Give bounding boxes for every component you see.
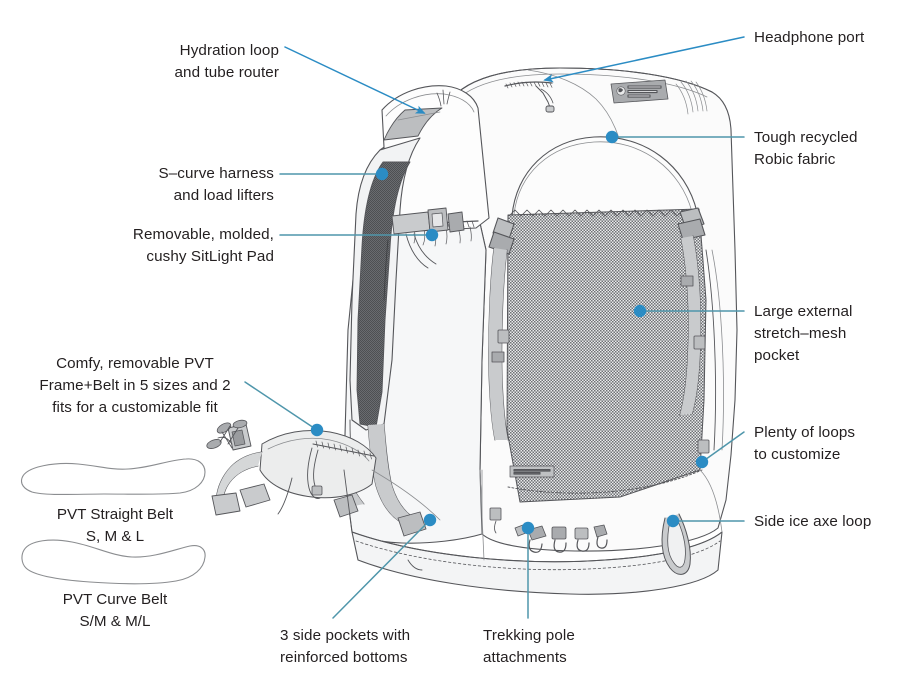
leader-headphone-port bbox=[543, 36, 745, 83]
callout-label-headphone-port: Headphone port bbox=[754, 29, 865, 46]
dot-side-pockets bbox=[423, 513, 437, 527]
callout-label-stretch-mesh-pocket: Large external stretch–mesh pocket bbox=[754, 303, 853, 365]
callout-label-trekking-pole-attachments: Trekking pole attachments bbox=[483, 627, 575, 667]
dot-pvt-frame-belt bbox=[310, 423, 324, 437]
dot-robic-fabric bbox=[605, 130, 619, 144]
leader-hydration-loop bbox=[284, 46, 426, 114]
callout-label-robic-fabric: Tough recycled Robic fabric bbox=[754, 129, 858, 169]
dot-side-ice-axe-loop bbox=[666, 514, 680, 528]
dot-sitlight-pad bbox=[425, 228, 439, 242]
callout-label-side-ice-axe-loop: Side ice axe loop bbox=[754, 513, 872, 530]
legend-caption-pvt-straight-belt: PVT Straight Belt S, M & L bbox=[56, 506, 174, 545]
leader-loops-to-customize bbox=[701, 431, 745, 463]
callout-label-loops-to-customize: Plenty of loops to customize bbox=[754, 424, 856, 464]
belt-shape-straight bbox=[20, 458, 206, 496]
callout-label-sitlight-pad: Removable, molded, cushy SitLight Pad bbox=[132, 226, 274, 266]
legend-caption-pvt-curve-belt: PVT Curve Belt S/M & M/L bbox=[62, 591, 168, 630]
callout-label-hydration-loop: Hydration loop and tube router bbox=[174, 42, 279, 82]
callout-label-pvt-frame-belt: Comfy, removable PVT Frame+Belt in 5 siz… bbox=[39, 355, 231, 417]
belt-shape-curve bbox=[21, 539, 206, 585]
dot-stretch-mesh-pocket bbox=[633, 304, 647, 318]
callout-label-s-curve-harness: S–curve harness and load lifters bbox=[158, 165, 274, 205]
leader-pvt-frame-belt bbox=[244, 381, 318, 431]
callout-label-side-pockets: 3 side pockets with reinforced bottoms bbox=[280, 627, 411, 667]
dot-trekking-pole bbox=[521, 521, 535, 535]
leader-side-pockets bbox=[332, 519, 431, 619]
callout-dots bbox=[310, 130, 709, 535]
dot-s-curve-harness bbox=[375, 167, 389, 181]
dot-loops-to-customize bbox=[695, 455, 709, 469]
